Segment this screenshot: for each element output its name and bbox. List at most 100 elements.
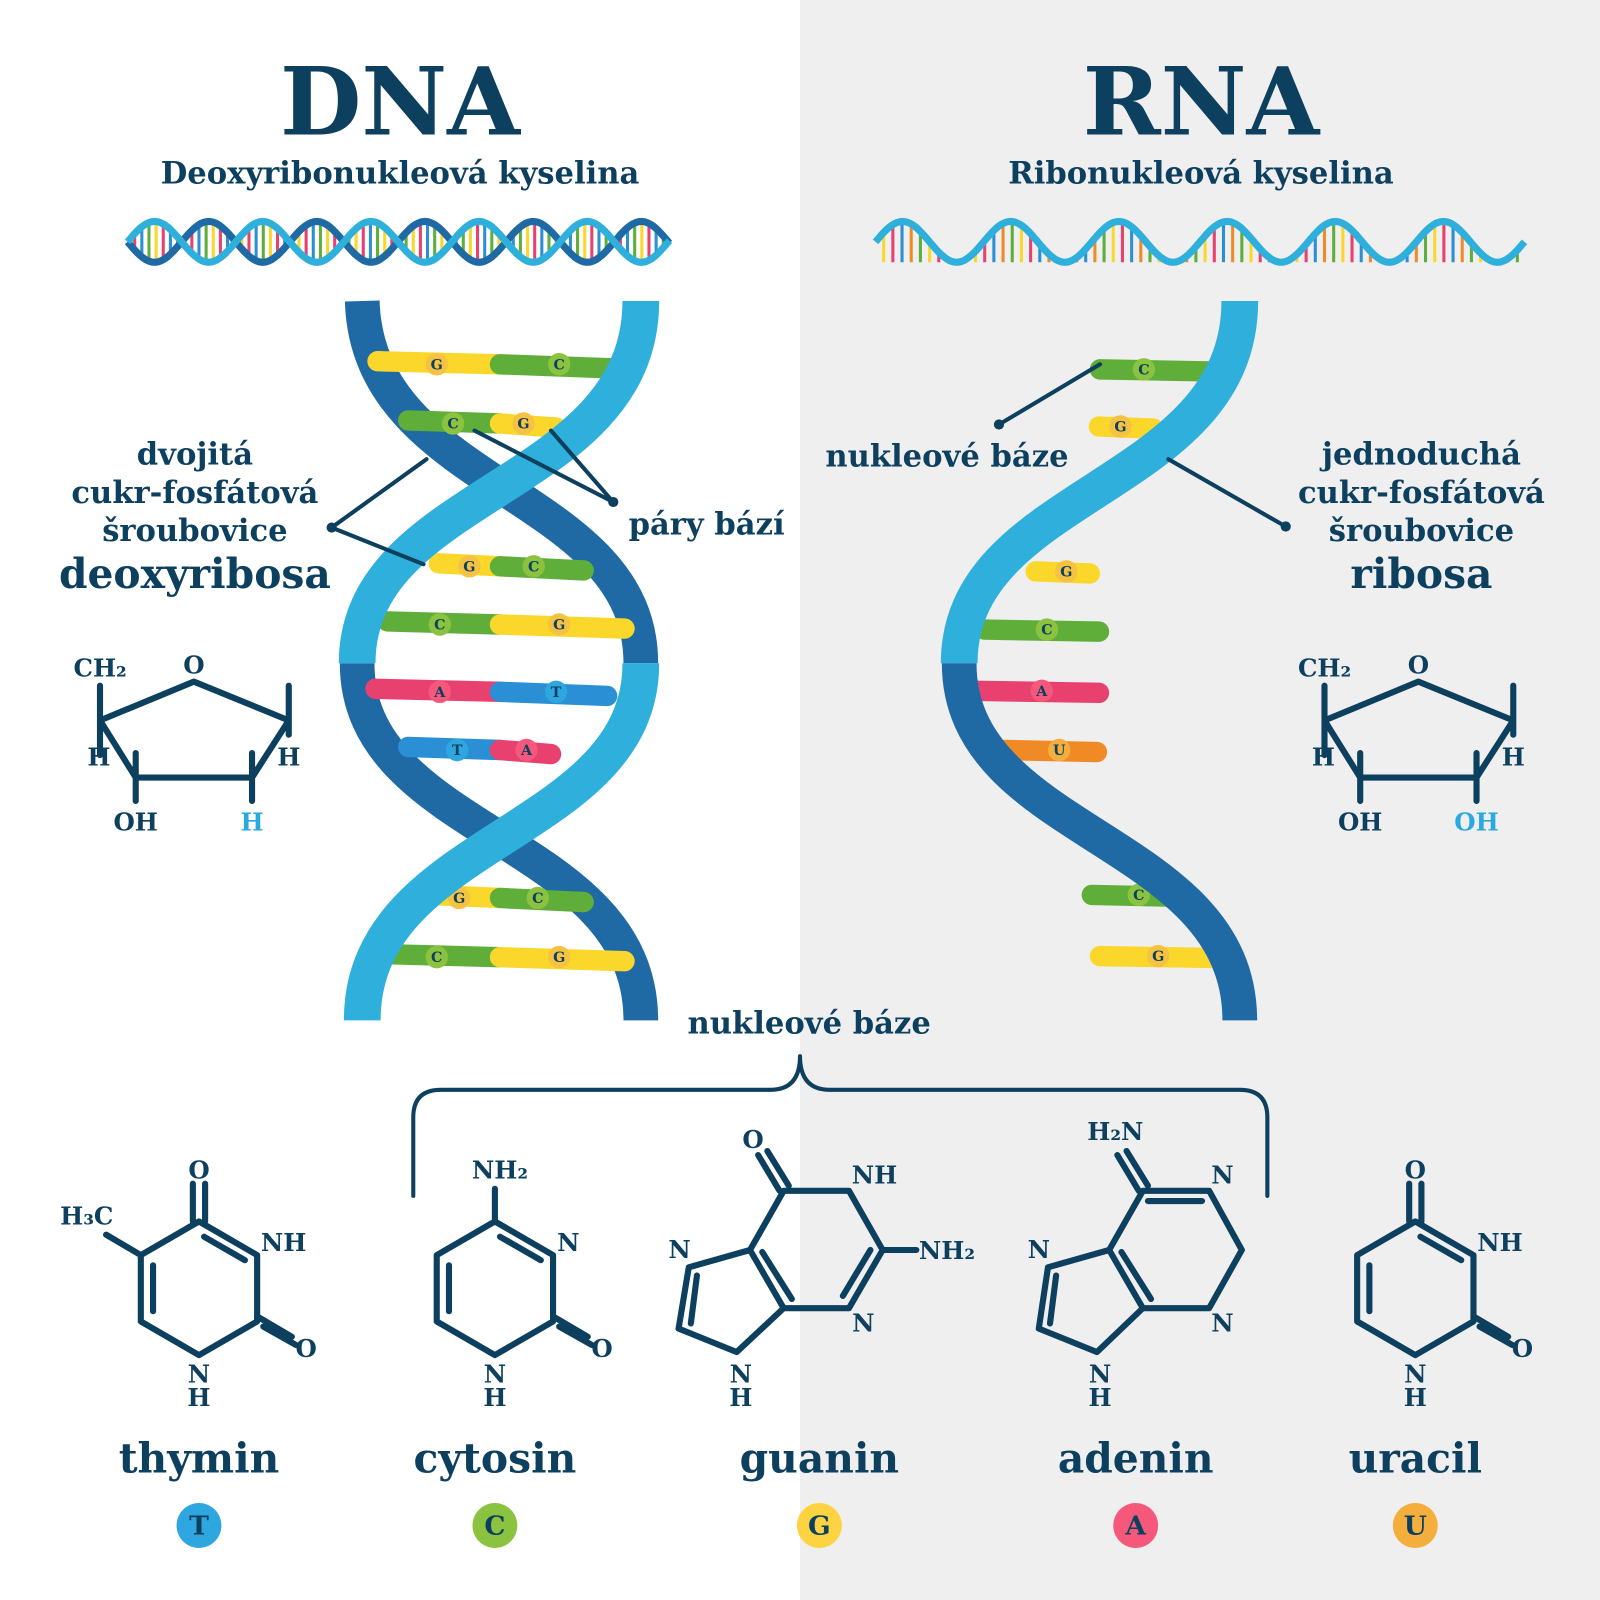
atom-label: O (188, 1156, 209, 1185)
base-letter-badge (515, 738, 538, 762)
rna-strand-top (940, 300, 1259, 664)
base-name: uracil (1349, 1434, 1482, 1482)
label-line-2: cukr-fosfátová (1298, 475, 1545, 511)
base-letter-badge (1030, 679, 1054, 703)
atom-label: H (1088, 1383, 1111, 1412)
base-letter: U (1053, 743, 1066, 759)
pointer-dot (993, 419, 1005, 430)
atom-label: O (295, 1334, 316, 1363)
atom-label: H (483, 1383, 506, 1412)
pairs-label: páry bází (629, 507, 785, 543)
atom-label: N (484, 1360, 506, 1389)
base-letter-badge (428, 613, 452, 636)
atom-label: NH₂ (472, 1156, 528, 1185)
base-letter-badge (441, 412, 465, 435)
base-letter-badge (1132, 358, 1156, 381)
brace-label: nukleové báze (688, 1006, 931, 1042)
dna-backbone-label: dvojitá cukr-fosfátová šroubovice deoxyr… (59, 436, 331, 597)
atom-label: N (1028, 1235, 1050, 1264)
label-line-1: dvojitá (137, 436, 253, 472)
atom-label: NH (852, 1161, 898, 1190)
base-badge-letter: C (484, 1511, 505, 1542)
base-letter: C (532, 891, 543, 907)
atom-label: H (729, 1383, 752, 1412)
base-letter: C (434, 618, 445, 634)
rna-single-helix: C G G C A U C G (940, 300, 1259, 1021)
base-badge-letter: G (808, 1511, 831, 1542)
base-letter: C (528, 559, 539, 575)
atom-label: N (730, 1360, 752, 1389)
atom-label: N (188, 1360, 210, 1389)
atom-label: O (1512, 1334, 1533, 1363)
base-badge (796, 1503, 842, 1548)
dna-strand-front-bottom (343, 662, 660, 1021)
base-letter: G (1114, 420, 1126, 436)
atom-label: N (1211, 1161, 1233, 1190)
atom-label: H₃C (60, 1201, 113, 1230)
pointer-dot (608, 496, 619, 508)
rna-strand-bottom (941, 662, 1258, 1021)
rna-base: U (994, 738, 1108, 763)
dna-sugar-name: deoxyribosa (59, 550, 331, 598)
atom-label: N (1089, 1360, 1111, 1389)
atom-label: N (852, 1309, 874, 1338)
atom-label: N (668, 1235, 690, 1264)
mini-strand (124, 217, 673, 266)
base-letter-badge (428, 680, 452, 704)
base-letter-badge (1146, 944, 1170, 968)
base-letter-badge (425, 353, 448, 376)
atom-label: H₂N (1087, 1117, 1143, 1146)
base-badge (176, 1503, 222, 1548)
base-letter-badge (425, 945, 448, 969)
rna-base: G (1089, 944, 1235, 969)
base-letter: A (1035, 684, 1048, 700)
atom-label-highlight: H (240, 808, 263, 837)
base-letter: C (554, 357, 565, 373)
base-letter-badge (1127, 883, 1150, 907)
bases-brace (411, 1054, 1270, 1198)
base-letter-badge (547, 613, 571, 636)
base-badge (472, 1503, 518, 1548)
atom-label: N (1404, 1360, 1426, 1389)
base-letter-badge (547, 353, 571, 376)
atom-label: H (187, 1383, 210, 1412)
base-letter-badge (544, 680, 568, 704)
base-letter: G (553, 618, 565, 634)
rna-base: G (1025, 560, 1100, 584)
atom-label: H (277, 742, 300, 771)
base-letter: C (1133, 888, 1144, 904)
base-badge-letter: T (189, 1511, 209, 1542)
base-badge-letter: U (1404, 1511, 1427, 1542)
dna-strand-front-top (338, 300, 660, 664)
atom-label: CH₂ (73, 654, 126, 683)
atom-label: O (1408, 650, 1429, 679)
rna-bases-label: nukleové báze (825, 438, 1068, 474)
base-badge (1113, 1503, 1159, 1548)
pointer-dot (326, 522, 337, 533)
base-letter: C (1138, 362, 1149, 378)
rna-panel-bg (800, 0, 1600, 1600)
base-letter: G (517, 417, 529, 433)
base-badge-letter: A (1124, 1511, 1146, 1542)
atom-label: H (1312, 742, 1335, 771)
rna-backbone-pointer (1166, 457, 1288, 529)
base-letter-badge (547, 945, 571, 969)
base-name: thymin (119, 1434, 280, 1482)
base-letter: A (520, 743, 533, 759)
base-name: guanin (740, 1434, 899, 1482)
atom-label: NH (261, 1228, 307, 1257)
rna-base: C (974, 618, 1110, 642)
deoxyribose-structure: CH₂ O H H OH H (73, 650, 300, 836)
atom-label: O (1405, 1156, 1426, 1185)
pointer-dot (1280, 521, 1291, 532)
base-badge (1392, 1503, 1438, 1548)
rna-base: G (1088, 415, 1164, 439)
